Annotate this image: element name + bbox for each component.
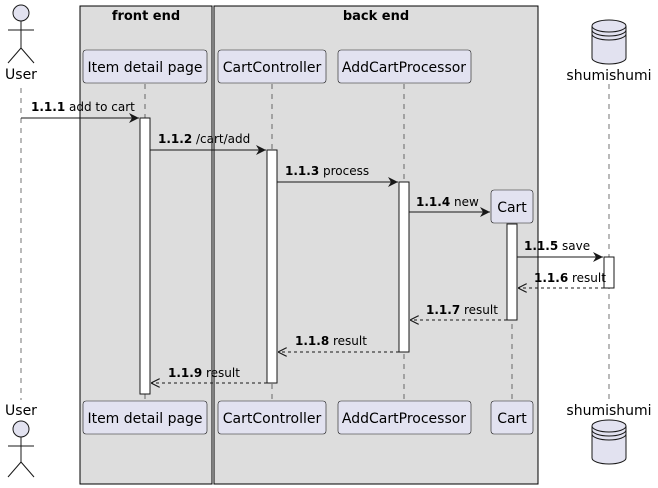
message-1-1-5: 1.1.5 save — [517, 239, 603, 262]
participant-cart-label-bottom: Cart — [497, 411, 527, 427]
message-1-1-8-text: result — [333, 334, 367, 348]
message-1-1-7-text: result — [464, 303, 498, 317]
message-1-1-9-text: result — [206, 366, 240, 380]
messages: 1.1.1 add to cart 1.1.2 /cart/add 1.1.3 … — [21, 100, 606, 383]
database-shumishumi-icon-bottom — [591, 419, 627, 465]
message-1-1-2-text: /cart/add — [196, 132, 250, 146]
message-1-1-5-number: 1.1.5 — [524, 239, 558, 253]
activation-addcart — [398, 181, 410, 353]
svg-text:1.1.8 result: 1.1.8 result — [295, 334, 367, 348]
activation-item — [139, 117, 151, 395]
participant-addcart-label: AddCartProcessor — [342, 60, 466, 76]
group-title-back-end: back end — [343, 9, 409, 24]
participant-add-cart-processor: AddCartProcessor — [337, 49, 472, 84]
message-1-1-6: 1.1.6 result — [518, 271, 606, 288]
message-1-1-8-number: 1.1.8 — [295, 334, 329, 348]
participant-cartctrl-label: CartController — [223, 60, 322, 76]
message-1-1-1: 1.1.1 add to cart — [21, 100, 139, 123]
svg-text:1.1.5 save: 1.1.5 save — [524, 239, 590, 253]
message-1-1-5-text: save — [562, 239, 590, 253]
activation-cart — [506, 223, 518, 321]
message-1-1-6-text: result — [572, 271, 606, 285]
participant-cart-label: Cart — [497, 200, 527, 216]
message-1-1-8: 1.1.8 result — [278, 334, 399, 352]
message-1-1-3-text: process — [323, 164, 369, 178]
participant-item-label-bottom: Item detail page — [87, 411, 202, 427]
participant-user-label: User — [5, 67, 37, 83]
activation-cartctrl — [266, 149, 278, 384]
participant-item-detail-page-bottom: Item detail page — [82, 400, 208, 435]
message-1-1-1-number: 1.1.1 — [31, 100, 65, 114]
svg-text:1.1.2 /cart/add: 1.1.2 /cart/add — [158, 132, 250, 146]
participant-user-label-bottom: User — [5, 403, 37, 419]
message-1-1-3: 1.1.3 process — [277, 164, 398, 187]
message-1-1-4-text: new — [454, 195, 479, 209]
message-1-1-2-number: 1.1.2 — [158, 132, 192, 146]
message-1-1-7: 1.1.7 result — [410, 303, 507, 320]
participants-bottom: User Item detail page CartController Add… — [5, 400, 652, 478]
participant-db-label: shumishumi — [566, 68, 651, 84]
participant-cart-created: Cart — [490, 189, 534, 224]
participant-cart-controller-bottom: CartController — [217, 400, 327, 435]
message-1-1-9-number: 1.1.9 — [168, 366, 202, 380]
message-1-1-3-number: 1.1.3 — [285, 164, 319, 178]
message-1-1-1-text: add to cart — [69, 100, 135, 114]
actor-user-icon — [7, 4, 35, 64]
svg-text:1.1.4 new: 1.1.4 new — [416, 195, 479, 209]
participant-cart-controller: CartController — [217, 49, 327, 84]
svg-text:1.1.9 result: 1.1.9 result — [168, 366, 240, 380]
svg-text:1.1.6 result: 1.1.6 result — [534, 271, 606, 285]
participant-item-label: Item detail page — [87, 60, 202, 76]
participant-addcart-label-bottom: AddCartProcessor — [342, 411, 466, 427]
message-1-1-4: 1.1.4 new — [409, 195, 490, 217]
participant-item-detail-page: Item detail page — [82, 49, 208, 84]
participant-cartctrl-label-bottom: CartController — [223, 411, 322, 427]
database-shumishumi-icon — [591, 19, 627, 65]
svg-text:1.1.7 result: 1.1.7 result — [426, 303, 498, 317]
message-1-1-2: 1.1.2 /cart/add — [150, 132, 266, 155]
actor-user-icon-bottom — [7, 420, 35, 478]
svg-text:1.1.3 process: 1.1.3 process — [285, 164, 369, 178]
participant-db-label-bottom: shumishumi — [566, 403, 651, 419]
participants-top: User Item detail page CartController Add… — [5, 4, 652, 84]
activation-db — [603, 256, 615, 289]
participant-cart-bottom: Cart — [490, 400, 534, 435]
message-1-1-9: 1.1.9 result — [151, 366, 267, 383]
message-1-1-6-number: 1.1.6 — [534, 271, 568, 285]
group-title-front-end: front end — [112, 9, 180, 24]
message-1-1-7-number: 1.1.7 — [426, 303, 460, 317]
activations — [139, 117, 615, 395]
participant-add-cart-processor-bottom: AddCartProcessor — [337, 400, 472, 435]
svg-text:1.1.1 add to cart: 1.1.1 add to cart — [31, 100, 135, 114]
message-1-1-4-number: 1.1.4 — [416, 195, 450, 209]
